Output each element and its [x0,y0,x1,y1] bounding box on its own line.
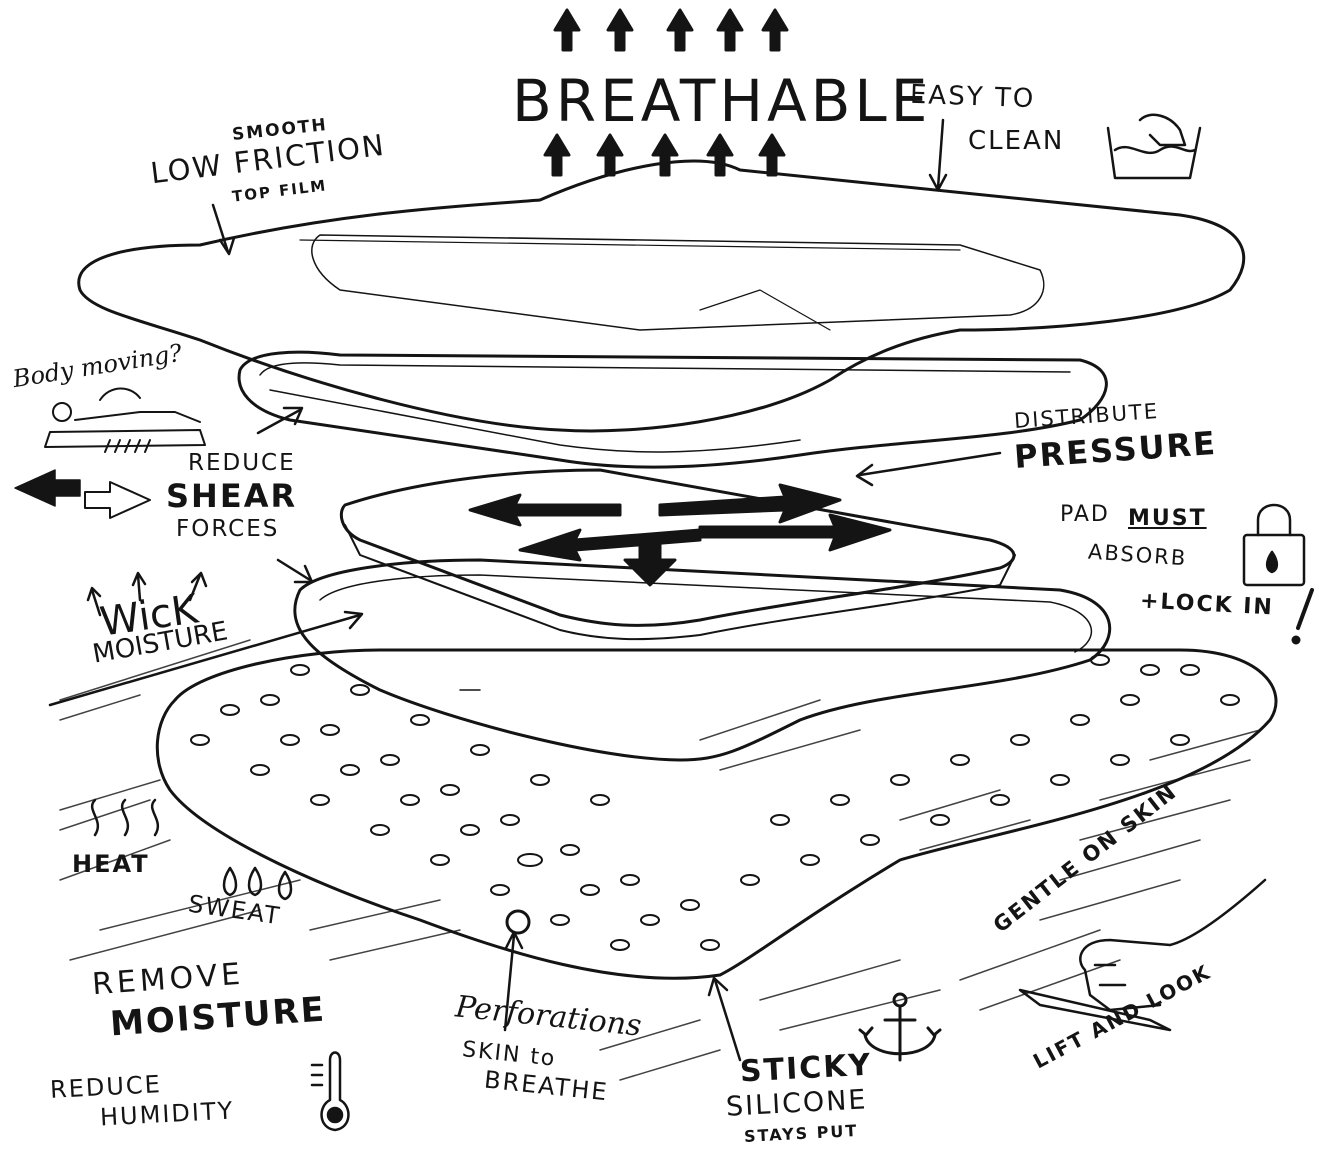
up-arrow-icon [763,10,787,50]
reduce-shear-label1: REDUCE [188,452,296,475]
up-arrow-icon [608,10,632,50]
must-label: MUST [1128,508,1207,530]
absorbent-layer [295,560,1110,760]
featured-perforation [507,911,529,933]
reduce-humidity-line2: HUMIDITY [99,1099,234,1130]
heat-waves-icon [92,800,158,835]
thermometer-icon [312,1053,348,1131]
up-arrow-icon [555,10,579,50]
padlock-icon [1244,505,1304,585]
easy-to-clean-line1: EASY TO [910,82,1036,112]
up-arrow-icon [545,135,569,175]
wash-basin-icon [1108,115,1200,178]
silicone-layer [157,650,1276,978]
reduce-humidity-line1: REDUCE [49,1072,162,1102]
anchor-icon [860,994,940,1060]
up-arrow-icon [668,10,692,50]
patient-lying-icon [45,388,205,452]
sticky-label: STICKY [739,1051,873,1088]
up-arrow-icon [718,10,742,50]
shear-arrows-icon [15,470,150,518]
silicone-label: SILICONE [725,1086,868,1120]
sweat-drops-icon [224,868,291,899]
pad-label: PAD [1060,504,1110,526]
breathable-label: BREATHABLE [512,72,931,130]
up-arrow-icon [653,135,677,175]
up-arrow-icon [708,135,732,175]
heat-label: HEAT [72,852,150,876]
middle-film-layer [239,352,1106,467]
up-arrow-icon [760,135,784,175]
exclamation-mark [1294,590,1313,643]
up-arrow-icon [598,135,622,175]
shear-label: SHEAR [166,480,297,512]
perforation-holes [191,655,1239,950]
forces-label: FORCES [176,518,279,541]
easy-to-clean-line2: CLEAN [968,128,1064,154]
pressure-pad [341,470,1015,639]
